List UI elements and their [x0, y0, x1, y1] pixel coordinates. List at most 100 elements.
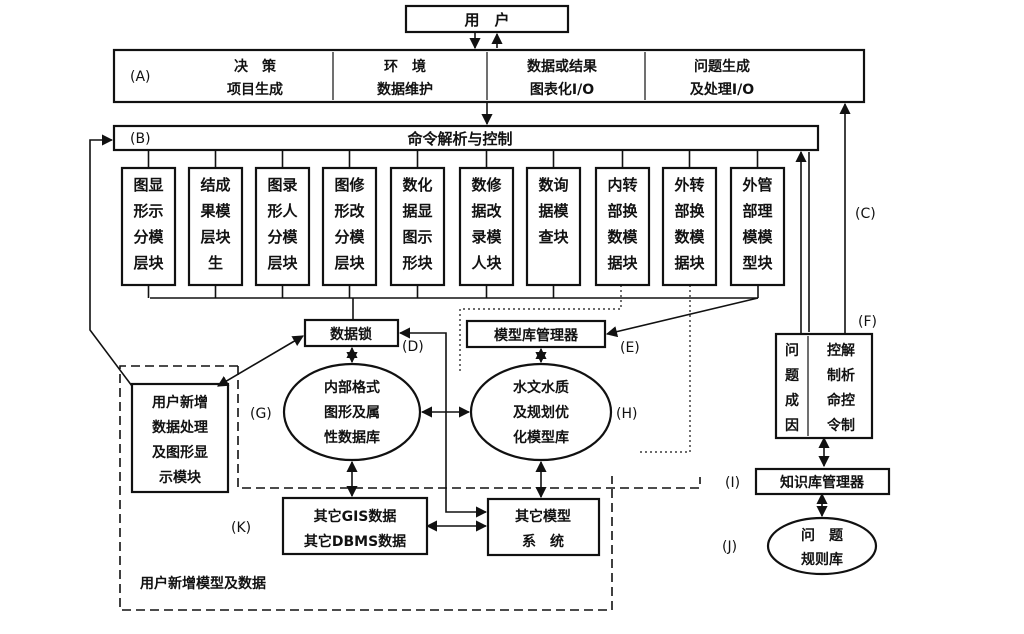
module-10-text-4: 型块: [742, 254, 773, 272]
other-model-line2: 系 统: [522, 533, 564, 550]
data-lock-box: [303, 318, 400, 348]
user-label: 用 户: [464, 11, 509, 29]
problem-cause-1: 问: [785, 342, 799, 359]
user-new-data-module-box: [130, 382, 230, 494]
label-g: (G): [250, 406, 272, 422]
other-model-system-box: [486, 497, 601, 557]
module-8-text-2: 部换: [607, 202, 638, 220]
module-5-text-1: 数化: [402, 176, 432, 194]
interface-bar-a: [112, 48, 866, 104]
knowledge-base-manager-label: 知识库管理器: [780, 474, 865, 491]
control-cmd-1: 控解: [827, 342, 855, 359]
label-c: (C): [855, 206, 876, 222]
other-gis-line2: 其它DBMS数据: [304, 533, 406, 550]
module-4-text-4: 层块: [334, 254, 365, 272]
module-row: 图显形示分模层块结成果模层块生图录形人分模层块图修形改分模层块数化据显图示形块数…: [120, 150, 786, 298]
module-1-text-2: 形示: [133, 202, 163, 220]
module-10-text-2: 部理: [742, 202, 772, 220]
dashed-region-user-new: [119, 365, 613, 611]
internal-db-line1: 内部格式: [324, 379, 380, 396]
module-9-text-2: 部换: [674, 202, 705, 220]
module-1-text-1: 图显: [133, 176, 163, 194]
bar-a-item-1-line2: 项目生成: [227, 81, 283, 98]
module-4-text-2: 形改: [334, 202, 365, 220]
other-gis-dbms-box: [281, 496, 429, 556]
data-lock-label: 数据锁: [330, 326, 372, 343]
module-2-text-2: 果模: [199, 202, 231, 220]
module-5-text-4: 形块: [402, 254, 433, 272]
bar-a-item-3-line2: 图表化I/O: [530, 81, 594, 98]
module-6-text-4: 人块: [471, 254, 502, 272]
module-box-3: [254, 166, 311, 287]
user-new-module-line4: 示模块: [159, 469, 202, 486]
module-9-text-4: 据块: [674, 254, 705, 272]
module-box-7: [525, 166, 582, 287]
bar-a-item-1-line1: 决 策: [234, 58, 277, 75]
hydro-db-line2: 及规划优: [513, 404, 569, 421]
module-3-text-1: 图录: [267, 176, 297, 194]
module-box-6: [458, 166, 515, 287]
module-6-text-2: 据改: [471, 202, 502, 220]
module-6-text-1: 数修: [471, 176, 502, 194]
bar-a-item-2-line2: 数据维护: [377, 81, 433, 98]
bar-a-item-3-line1: 数据或结果: [527, 58, 598, 75]
command-bar-title: 命令解析与控制: [406, 130, 512, 148]
user-new-module-line1: 用户新增: [152, 394, 208, 411]
module-4-text-3: 分模: [334, 228, 365, 246]
user-new-module-line3: 及图形显: [152, 444, 208, 461]
label-h: (H): [616, 406, 637, 422]
module-5-text-3: 图示: [402, 228, 432, 246]
module-7-text-1: 数询: [538, 176, 568, 194]
bar-a-item-2-line1: 环 境: [384, 58, 426, 75]
module-2-text-1: 结成: [200, 176, 230, 194]
other-model-line1: 其它模型: [515, 508, 571, 525]
problem-rule-base-ellipse: [766, 516, 878, 576]
module-4-text-1: 图修: [334, 176, 365, 194]
problem-cause-3: 成: [785, 392, 799, 409]
module-9-text-1: 外转: [673, 176, 704, 194]
module-3-text-2: 形人: [267, 202, 298, 220]
module-8-text-1: 内转: [607, 176, 637, 194]
module-box-8: [594, 166, 651, 287]
command-bar-b: [112, 124, 820, 152]
internal-db-line3: 性数据库: [324, 429, 380, 446]
module-7-text-2: 据模: [538, 202, 569, 220]
module-6-text-3: 录模: [471, 228, 502, 246]
bar-a-item-4-line1: 问题生成: [694, 58, 750, 75]
arrow-data-lock-other-model: [398, 327, 488, 518]
module-3-text-4: 层块: [267, 254, 298, 272]
other-gis-line1: 其它GIS数据: [314, 508, 397, 525]
internal-db-line2: 图形及属: [324, 404, 380, 421]
arrow-ext-model-to-manager: [605, 297, 759, 338]
module-8-text-3: 数模: [607, 228, 638, 246]
module-2-text-4: 生: [208, 254, 223, 272]
rule-base-line2: 规则库: [801, 551, 843, 568]
user-new-models-label: 用户新增模型及数据: [140, 575, 266, 592]
module-1-text-3: 分模: [133, 228, 164, 246]
user-new-module-line2: 数据处理: [152, 419, 208, 436]
label-i: (I): [725, 475, 740, 491]
module-1-text-4: 层块: [133, 254, 164, 272]
module-9-text-3: 数模: [674, 228, 705, 246]
module-8-text-4: 据块: [607, 254, 638, 272]
hydro-db-line3: 化模型库: [513, 429, 569, 446]
rule-base-line1: 问 题: [801, 527, 844, 544]
problem-control-box: [774, 332, 874, 440]
label-j: (J): [722, 539, 737, 555]
dotted-external-data: [640, 285, 691, 453]
label-e: (E): [620, 340, 640, 356]
module-box-4: [321, 166, 378, 287]
module-5-text-2: 据显: [402, 202, 432, 220]
hydro-db-line1: 水文水质: [513, 379, 569, 396]
user-box: [404, 4, 570, 34]
label-a: (A): [130, 69, 151, 85]
control-cmd-3: 命控: [826, 392, 855, 409]
problem-cause-4: 因: [785, 418, 799, 434]
module-7-text-3: 查块: [538, 228, 569, 246]
module-3-text-3: 分模: [267, 228, 298, 246]
module-2-text-3: 层块: [200, 228, 231, 246]
label-b: (B): [130, 131, 151, 147]
control-cmd-4: 令制: [826, 417, 855, 434]
arrow-user-module-data-lock: [217, 335, 304, 387]
